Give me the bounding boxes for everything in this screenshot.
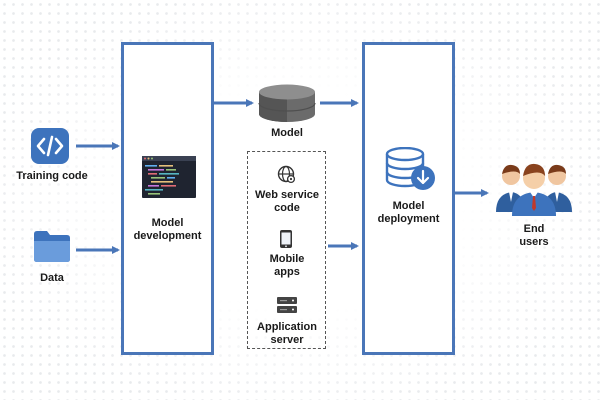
model-development-panel: Model development — [121, 42, 214, 355]
model-label: Model — [271, 127, 303, 139]
model-development-label: Model development — [133, 217, 202, 242]
server-icon — [277, 297, 297, 318]
globe-gear-icon — [276, 164, 296, 189]
code-icon — [30, 127, 70, 170]
model-deployment-label: Model deployment — [377, 200, 440, 225]
web-service-code-label: Web service code — [254, 189, 319, 214]
mobile-apps-label: Mobile apps — [269, 253, 305, 278]
database-download-icon — [385, 146, 439, 198]
data-label: Data — [40, 272, 64, 284]
smartphone-icon — [279, 229, 293, 254]
services-group-box — [247, 151, 326, 349]
model-deployment-panel: Model deployment — [362, 42, 455, 355]
folder-icon — [32, 228, 72, 269]
users-group-icon — [492, 158, 576, 221]
code-editor-icon — [142, 156, 196, 203]
application-server-label: Application server — [257, 321, 317, 346]
database-icon — [258, 84, 316, 129]
end-users-label: End users — [519, 223, 549, 248]
training-code-label: Training code — [16, 170, 88, 182]
